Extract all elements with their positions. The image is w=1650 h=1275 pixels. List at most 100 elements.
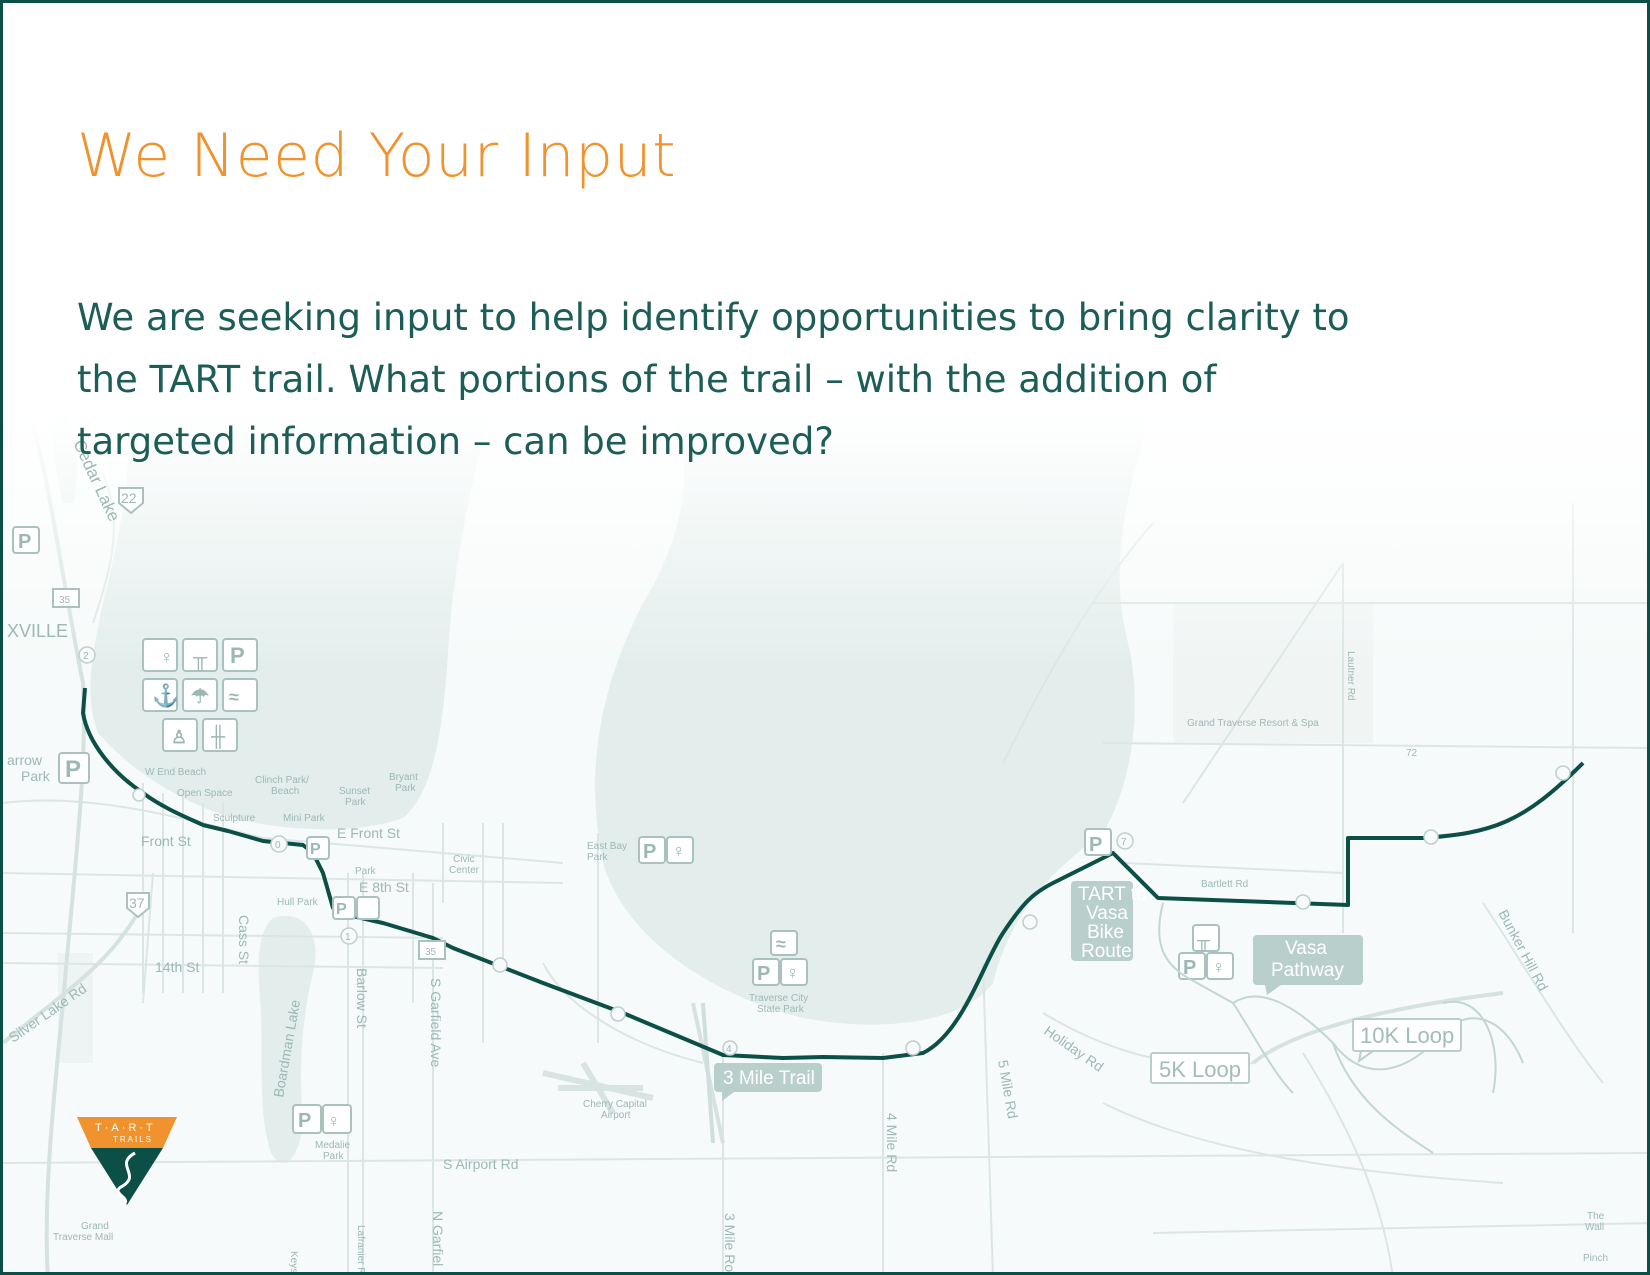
route-37-label: 37 — [129, 895, 145, 911]
five-k-loop-label: 5K Loop — [1159, 1057, 1241, 1082]
swimming-icon: ≈ — [776, 934, 786, 954]
sparrow-park-label-1: arrow — [7, 752, 43, 768]
trail-marker-1: 1 — [345, 932, 351, 943]
trail-marker-labels: 2 0 1 4 7 — [83, 651, 1127, 1055]
resort-label: Grand Traverse Resort & Spa — [1187, 718, 1319, 729]
route-35-label-a: 35 — [59, 595, 71, 606]
bartlett-rd-label: Bartlett Rd — [1201, 879, 1248, 890]
civic-center-label-2: Center — [449, 865, 480, 876]
hull-park-label: Hull Park — [277, 897, 319, 908]
page-title: We Need Your Input — [77, 121, 677, 191]
restroom-icon: ♀ — [672, 841, 686, 861]
parking-icon: P — [1183, 957, 1196, 979]
parking-icon: P — [757, 963, 770, 985]
vasa-pathway-line-2: Pathway — [1271, 960, 1344, 981]
logo-line-1: T·A·R·T — [95, 1122, 156, 1134]
route-37-shield — [126, 892, 150, 919]
clinch-park-label-1: Clinch Park/ — [255, 775, 309, 786]
state-park-label-1: Traverse City — [749, 993, 808, 1004]
clinch-park-label-2: Beach — [271, 786, 299, 797]
lafranier-rd-label: Lafranier Rd — [355, 1225, 366, 1275]
logo-orange-band — [77, 1117, 177, 1148]
beach-umbrella-icon: ☂ — [191, 686, 209, 708]
n-garfield-label: N Garfiel — [430, 1211, 446, 1266]
parking-icon: P — [643, 841, 656, 863]
bryant-park-label-2: Park — [395, 783, 417, 794]
intro-text: We are seeking input to help identify op… — [77, 296, 1350, 463]
swimming-icon: ≈ — [229, 687, 239, 707]
tart-to-vasa-line-3: Bike — [1087, 922, 1124, 943]
drinking-water-icon: ♙ — [171, 727, 187, 747]
picnic-icon: ╥ — [192, 647, 208, 670]
east-bay-park-label-2: Park — [587, 852, 609, 863]
small-place-labels: W End Beach Open Space Clinch Park/ Beac… — [53, 718, 1608, 1264]
amenity-icons-west-bay — [12, 526, 1234, 1134]
logo-river-icon — [116, 1151, 136, 1204]
route-72-label: 72 — [1406, 748, 1418, 759]
the-wall-label-1: The — [1587, 1211, 1605, 1222]
five-k-loop-callout: 5K Loop — [1150, 1052, 1250, 1084]
pinch-label: Pinch — [1583, 1253, 1608, 1264]
trail-mile-markers — [78, 646, 1571, 1056]
logo-line-2: TRAILS — [113, 1135, 153, 1144]
e-8th-st-label: E 8th St — [359, 879, 409, 895]
the-wall-label-2: Wall — [1585, 1222, 1604, 1233]
s-garfield-label: S Garfield Ave — [428, 978, 444, 1067]
e-front-st-label: E Front St — [337, 825, 400, 841]
tart-to-vasa-callout: TART to Vasa Bike Route — [1071, 881, 1147, 962]
parking-icon: P — [336, 901, 347, 918]
route-22-shield — [118, 487, 144, 515]
bryant-park-label-1: Bryant — [389, 772, 418, 783]
parking-icon: P — [65, 756, 81, 783]
vasa-pathway-callout: Vasa Pathway — [1253, 935, 1363, 995]
mini-park-label: Mini Park — [283, 813, 326, 824]
trail-marker-2: 2 — [83, 651, 89, 662]
14th-st-label: 14th St — [155, 959, 199, 975]
vasa-pathway-trails — [1158, 902, 1524, 1154]
trail-map: 2 0 1 4 7 22 37 35 35 72 — [3, 3, 1647, 1275]
tart-to-vasa-line-4: Route — [1081, 941, 1132, 962]
route-22-label: 22 — [121, 490, 137, 506]
parking-icon: P — [310, 841, 321, 858]
route-35-shield-a — [52, 588, 80, 608]
tart-to-vasa-line-1: TART to — [1078, 884, 1147, 905]
cass-st-label: Cass St — [236, 915, 252, 964]
grand-traverse-mall-label-1: Grand — [81, 1221, 109, 1232]
grand-traverse-mall-label-2: Traverse Mall — [53, 1232, 113, 1243]
ten-k-loop-label: 10K Loop — [1360, 1023, 1454, 1048]
restroom-icon: ♀ — [327, 1111, 341, 1131]
parking-icon: P — [298, 1110, 311, 1132]
tart-to-vasa-line-2: Vasa — [1086, 903, 1128, 924]
medalie-park-label-1: Medalie — [315, 1140, 350, 1151]
logo-green-triangle — [91, 1148, 163, 1205]
vasa-pathway-line-1: Vasa — [1285, 938, 1327, 959]
sunset-park-label-1: Sunset — [339, 786, 370, 797]
restroom-icon: ♀ — [786, 963, 800, 983]
restroom-icon: ♀ — [160, 647, 174, 667]
parking-icon: P — [18, 531, 31, 553]
front-st-label: Front St — [141, 833, 191, 849]
s-airport-rd-label: S Airport Rd — [443, 1156, 518, 1172]
state-park-label-2: State Park — [757, 1004, 805, 1015]
4-mile-rd-label: 4 Mile Rd — [884, 1113, 900, 1172]
sparrow-park-label-2: Park — [21, 768, 51, 784]
ten-k-loop-callout: 10K Loop — [1352, 1018, 1462, 1064]
xville-label: XVILLE — [7, 621, 68, 641]
parking-icon: P — [230, 643, 245, 668]
trail-marker-0: 0 — [275, 840, 281, 851]
tart-trails-logo: T·A·R·T TRAILS — [77, 1117, 177, 1205]
anchor-icon: ⚓ — [152, 683, 179, 708]
food-icon: ╫ — [210, 724, 226, 750]
lautner-rd-label: Lautner Rd — [1345, 651, 1356, 700]
small-road-labels: Bartlett Rd Lautner Rd Lafranier Rd Keys… — [288, 651, 1356, 1275]
cherry-airport-label-2: Airport — [601, 1110, 631, 1121]
place-labels: XVILLE arrow Park — [7, 621, 68, 784]
restroom-icon: ♀ — [1212, 957, 1226, 977]
cherry-airport-label-1: Cherry Capital — [583, 1099, 647, 1110]
trail-marker-7: 7 — [1121, 837, 1127, 848]
medalie-park-label-2: Park — [323, 1151, 345, 1162]
amenity-glyphs: P ♀ ╥ ⚓ ☂ ≈ ♙ ╫ P P P ♀ P ♀ P ╥ P ♀ ≈ P … — [18, 531, 1226, 1132]
3-mile-rd-label: 3 Mile Ro — [722, 1213, 738, 1272]
three-mile-trail-label: 3 Mile Trail — [723, 1068, 815, 1089]
